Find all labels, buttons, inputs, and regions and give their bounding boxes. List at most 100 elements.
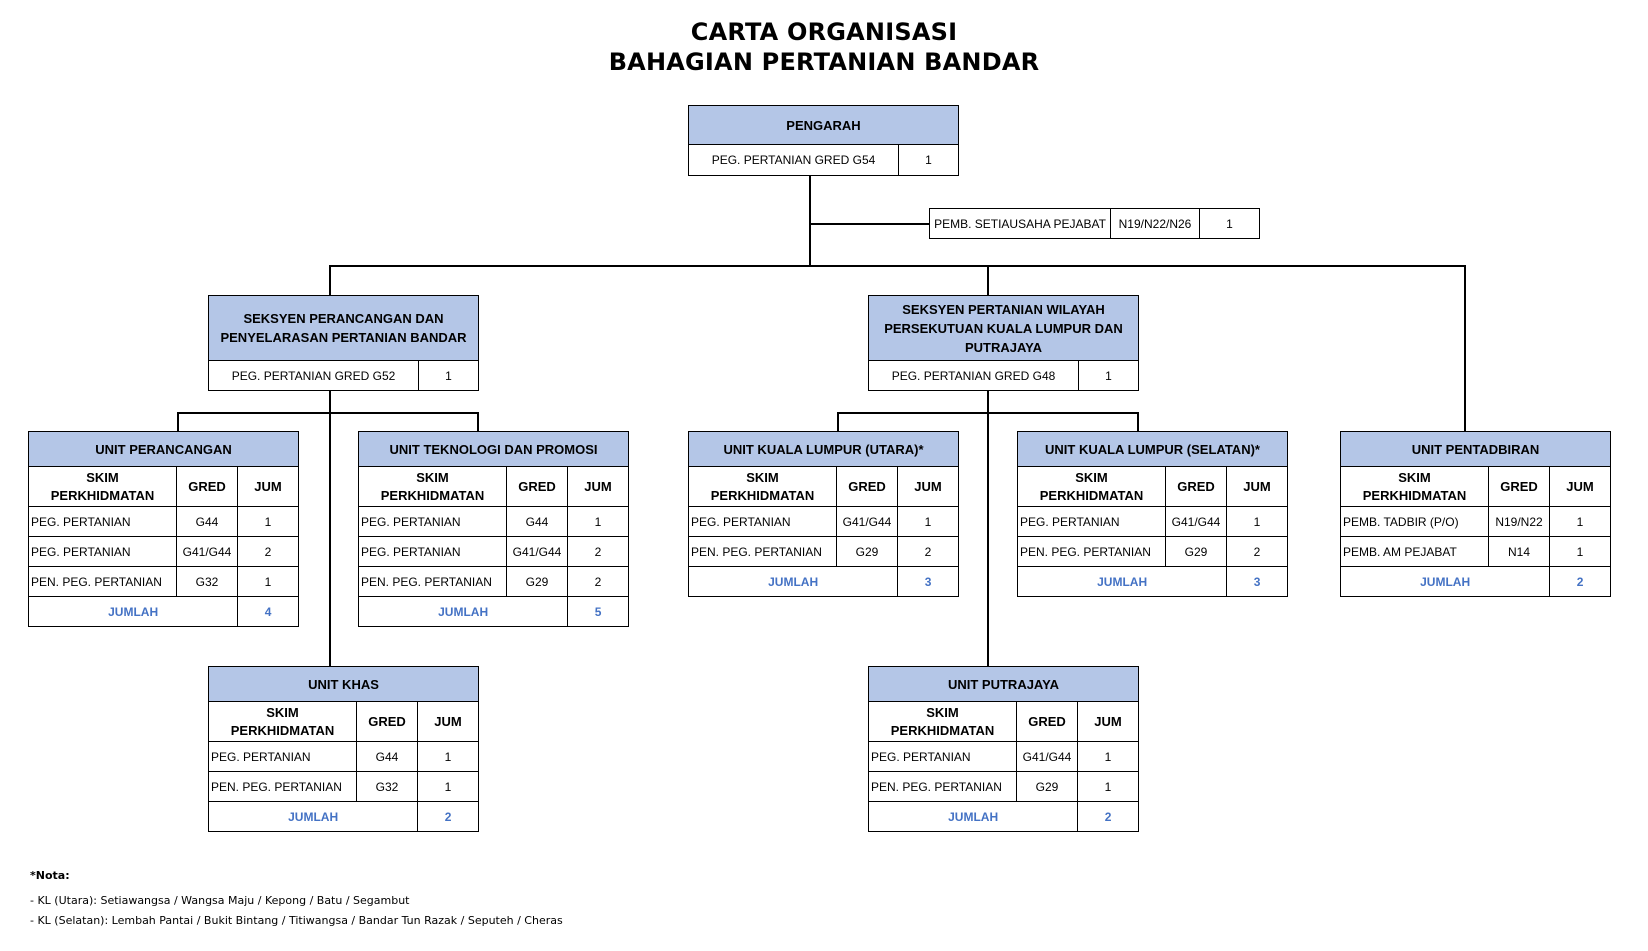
cell-gred: G44 bbox=[357, 742, 418, 771]
column-header-row: SKIM PERKHIDMATAN GRED JUM bbox=[869, 702, 1138, 742]
cell-gred: G41/G44 bbox=[1166, 507, 1227, 536]
cell-skim: PEG. PERTANIAN bbox=[209, 742, 357, 771]
column-header-skim-l1: SKIM bbox=[746, 469, 779, 485]
cell-jum: 1 bbox=[1104, 749, 1112, 764]
cell-gred: G32 bbox=[357, 772, 418, 801]
jumlah-value: 5 bbox=[594, 605, 602, 619]
column-header-jum: JUM bbox=[584, 478, 612, 494]
connector-line bbox=[329, 265, 331, 297]
notes-heading: *Nota: bbox=[30, 869, 70, 882]
column-header-gred: GRED bbox=[357, 702, 418, 741]
cell-gred: G29 bbox=[1166, 537, 1227, 566]
connector-line bbox=[809, 223, 931, 225]
cell-gred: G41/G44 bbox=[1017, 742, 1078, 771]
setiausaha-jum: 1 bbox=[1226, 216, 1233, 231]
column-header-skim-l2: PERKHIDMATAN bbox=[50, 487, 155, 503]
seksyen-wilayah-box: SEKSYEN PERTANIAN WILAYAH PERSEKUTUAN KU… bbox=[868, 295, 1139, 391]
jumlah-label: JUMLAH bbox=[1341, 567, 1551, 597]
total-row: JUMLAH 5 bbox=[359, 597, 628, 627]
seksyen-perancangan-jum: 1 bbox=[445, 368, 452, 383]
jumlah-value: 3 bbox=[1253, 575, 1261, 589]
total-row: JUMLAH 4 bbox=[29, 597, 298, 627]
cell-jum: 1 bbox=[264, 514, 272, 529]
column-header-jum: JUM bbox=[1094, 713, 1122, 729]
unit-title: UNIT KHAS bbox=[209, 667, 478, 702]
connector-line bbox=[837, 412, 839, 432]
cell-skim: PEG. PERTANIAN bbox=[29, 537, 177, 566]
jumlah-label: JUMLAH bbox=[29, 597, 239, 627]
jumlah-value: 4 bbox=[264, 605, 272, 619]
jumlah-value: 3 bbox=[924, 575, 932, 589]
jumlah-label: JUMLAH bbox=[209, 802, 419, 832]
cell-skim: PEMB. TADBIR (P/O) bbox=[1341, 507, 1489, 536]
cell-skim: PEN. PEG. PERTANIAN bbox=[29, 567, 177, 596]
seksyen-wilayah-jawatan: PEG. PERTANIAN GRED G48 bbox=[869, 361, 1079, 390]
cell-gred: G29 bbox=[1017, 772, 1078, 801]
cell-jum: 1 bbox=[264, 574, 272, 589]
column-header-skim-l1: SKIM bbox=[1075, 469, 1108, 485]
cell-jum: 2 bbox=[264, 544, 272, 559]
cell-skim: PEG. PERTANIAN bbox=[29, 507, 177, 536]
connector-line bbox=[1464, 265, 1466, 432]
pengarah-box: PENGARAH PEG. PERTANIAN GRED G54 1 bbox=[688, 105, 959, 176]
cell-skim: PEG. PERTANIAN bbox=[869, 742, 1017, 771]
column-header-skim-l1: SKIM bbox=[1398, 469, 1431, 485]
connector-line bbox=[1137, 412, 1139, 432]
column-header-skim-l2: PERKHIDMATAN bbox=[1362, 487, 1467, 503]
cell-jum: 1 bbox=[594, 514, 602, 529]
setiausaha-box: PEMB. SETIAUSAHA PEJABAT N19/N22/N26 1 bbox=[929, 208, 1260, 239]
column-header-skim-l2: PERKHIDMATAN bbox=[890, 722, 995, 738]
column-header-skim: SKIM PERKHIDMATAN bbox=[869, 702, 1017, 741]
cell-skim: PEG. PERTANIAN bbox=[689, 507, 837, 536]
jumlah-label: JUMLAH bbox=[359, 597, 569, 627]
column-header-skim-l1: SKIM bbox=[926, 704, 959, 720]
connector-line bbox=[477, 412, 479, 432]
unit-title: UNIT KUALA LUMPUR (SELATAN)* bbox=[1018, 432, 1287, 467]
cell-jum: 1 bbox=[444, 779, 452, 794]
column-header-jum: JUM bbox=[434, 713, 462, 729]
column-header-gred: GRED bbox=[1017, 702, 1078, 741]
column-header-jum: JUM bbox=[914, 478, 942, 494]
seksyen-perancangan-jawatan: PEG. PERTANIAN GRED G52 bbox=[209, 361, 419, 390]
cell-gred: G41/G44 bbox=[177, 537, 238, 566]
column-header-gred: GRED bbox=[177, 467, 238, 506]
cell-gred: G41/G44 bbox=[507, 537, 568, 566]
cell-jum: 2 bbox=[924, 544, 932, 559]
column-header-jum: JUM bbox=[1566, 478, 1594, 494]
column-header-gred: GRED bbox=[1166, 467, 1227, 506]
jumlah-value: 2 bbox=[444, 810, 452, 824]
column-header-skim: SKIM PERKHIDMATAN bbox=[1341, 467, 1489, 506]
cell-jum: 1 bbox=[1104, 779, 1112, 794]
column-header-skim-l1: SKIM bbox=[416, 469, 449, 485]
cell-skim: PEN. PEG. PERTANIAN bbox=[209, 772, 357, 801]
column-header-skim-l1: SKIM bbox=[86, 469, 119, 485]
column-header-jum: JUM bbox=[1243, 478, 1271, 494]
cell-gred: G32 bbox=[177, 567, 238, 596]
cell-skim: PEN. PEG. PERTANIAN bbox=[1018, 537, 1166, 566]
column-header-skim: SKIM PERKHIDMATAN bbox=[29, 467, 177, 506]
cell-skim: PEG. PERTANIAN bbox=[1018, 507, 1166, 536]
jumlah-value: 2 bbox=[1104, 810, 1112, 824]
cell-jum: 1 bbox=[924, 514, 932, 529]
jumlah-value: 2 bbox=[1576, 575, 1584, 589]
